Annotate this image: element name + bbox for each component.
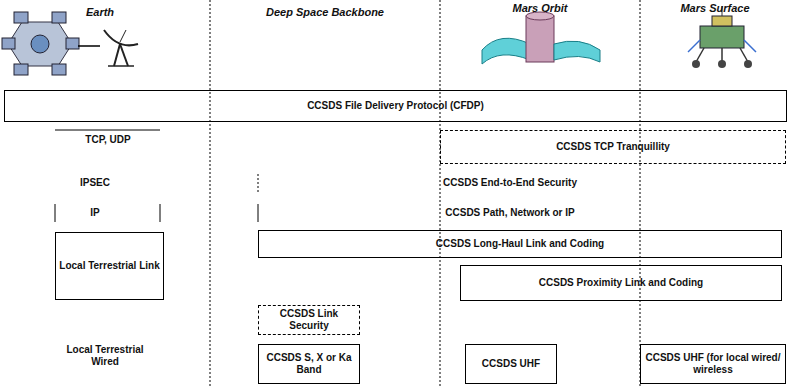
layer-box: CCSDS Long-Haul Link and Coding <box>258 230 782 258</box>
layer-box: CCSDS UHF <box>465 344 557 384</box>
orbiter-spacecraft <box>482 12 600 64</box>
text-holder: CCSDS Link Security <box>259 308 359 332</box>
layer-label: Local Terrestrial Wired <box>65 344 145 368</box>
layer-label: TCP, UDP <box>78 134 138 146</box>
layer-box: Local Terrestrial Link <box>55 232 164 300</box>
layer-name: CCSDS Long-Haul Link and Coding <box>433 238 607 250</box>
column-heading: Earth <box>40 6 160 18</box>
column-heading: Mars Surface <box>645 2 785 14</box>
text-holder: CCSDS UHF (for local wired/ wireless <box>641 352 785 376</box>
text-holder: Local Terrestrial Link <box>56 260 162 272</box>
text-holder: CCSDS UHF <box>479 358 543 370</box>
column-divider <box>210 0 640 388</box>
text-holder: CCSDS TCP Tranquillity <box>553 141 673 153</box>
layer-name: CCSDS Proximity Link and Coding <box>536 277 706 289</box>
text-holder: CCSDS Proximity Link and Coding <box>536 277 706 289</box>
column-heading: Deep Space Backbone <box>225 6 425 18</box>
layer-label: IPSEC <box>55 177 135 189</box>
layer-name: CCSDS Link Security <box>259 308 359 332</box>
column-heading: Mars Orbit <box>470 2 610 14</box>
layer-box: CCSDS Link Security <box>258 305 360 335</box>
layer-name: CCSDS File Delivery Protocol (CFDP) <box>304 100 487 112</box>
layer-name: Local Terrestrial Link <box>56 260 162 272</box>
text-holder: CCSDS File Delivery Protocol (CFDP) <box>304 100 487 112</box>
layer-name: CCSDS TCP Tranquillity <box>553 141 673 153</box>
rover <box>688 6 756 68</box>
layer-bar <box>55 204 258 222</box>
layer-bar <box>258 174 259 192</box>
network-icon <box>2 12 100 75</box>
layer-name: CCSDS UHF (for local wired/ wireless <box>641 352 785 376</box>
layer-label: CCSDS Path, Network or IP <box>390 207 630 219</box>
layer-name: CCSDS UHF <box>479 358 543 370</box>
dish-antenna <box>104 30 138 66</box>
layer-name: CCSDS S, X or Ka Band <box>259 352 359 376</box>
layer-box: CCSDS Proximity Link and Coding <box>460 265 782 301</box>
layer-box: CCSDS S, X or Ka Band <box>258 344 360 384</box>
text-holder: CCSDS S, X or Ka Band <box>259 352 359 376</box>
layer-bar <box>55 130 160 131</box>
text-holder: CCSDS Long-Haul Link and Coding <box>433 238 607 250</box>
layer-box: CCSDS UHF (for local wired/ wireless <box>640 344 786 384</box>
layer-box: CCSDS File Delivery Protocol (CFDP) <box>4 90 787 122</box>
layer-label: IP <box>75 207 115 219</box>
layer-label: CCSDS End-to-End Security <box>390 177 630 189</box>
layer-box: CCSDS TCP Tranquillity <box>440 130 786 164</box>
